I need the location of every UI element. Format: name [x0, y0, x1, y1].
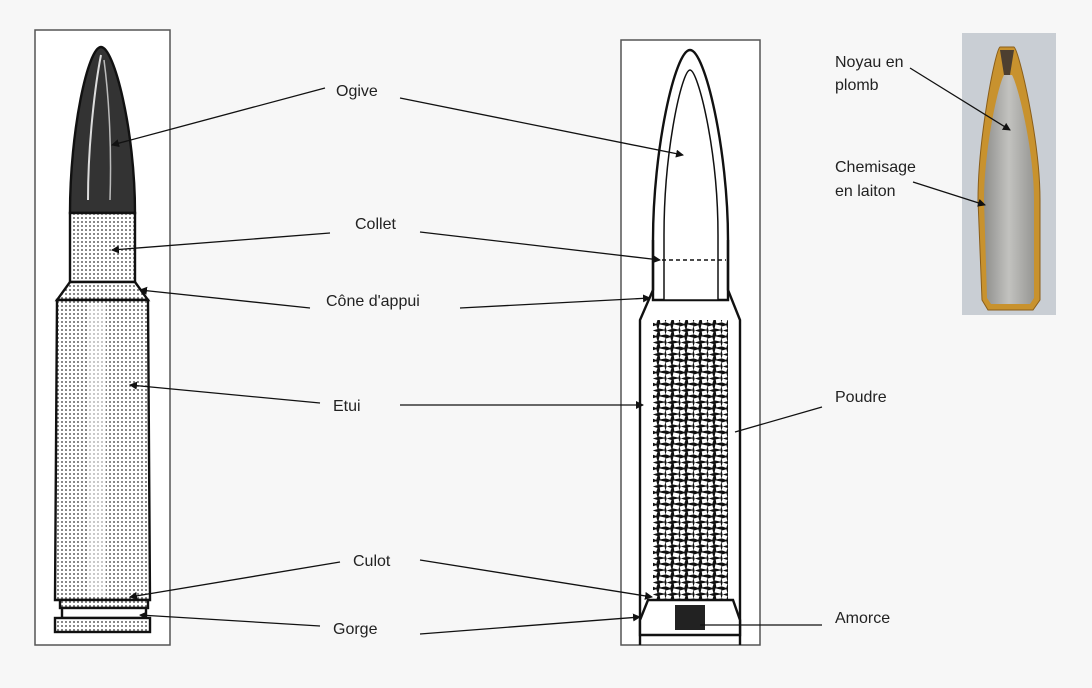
label-noyau-line1: Noyau en — [835, 54, 904, 71]
label-noyau-line2: plomb — [835, 77, 879, 94]
bullet-photo — [962, 33, 1056, 315]
label-amorce: Amorce — [835, 610, 890, 627]
label-gorge: Gorge — [333, 621, 378, 638]
label-cone-appui: Cône d'appui — [326, 293, 420, 310]
label-chemisage-line1: Chemisage — [835, 159, 916, 176]
label-poudre: Poudre — [835, 389, 887, 406]
label-collet: Collet — [355, 216, 396, 233]
label-ogive: Ogive — [336, 83, 378, 100]
label-chemisage-line2: en laiton — [835, 183, 896, 200]
label-etui: Etui — [333, 398, 361, 415]
left-cartridge-drawing — [34, 29, 171, 646]
leader-lines — [111, 67, 1011, 635]
label-culot: Culot — [353, 553, 391, 570]
cross-section-drawing — [620, 39, 761, 646]
